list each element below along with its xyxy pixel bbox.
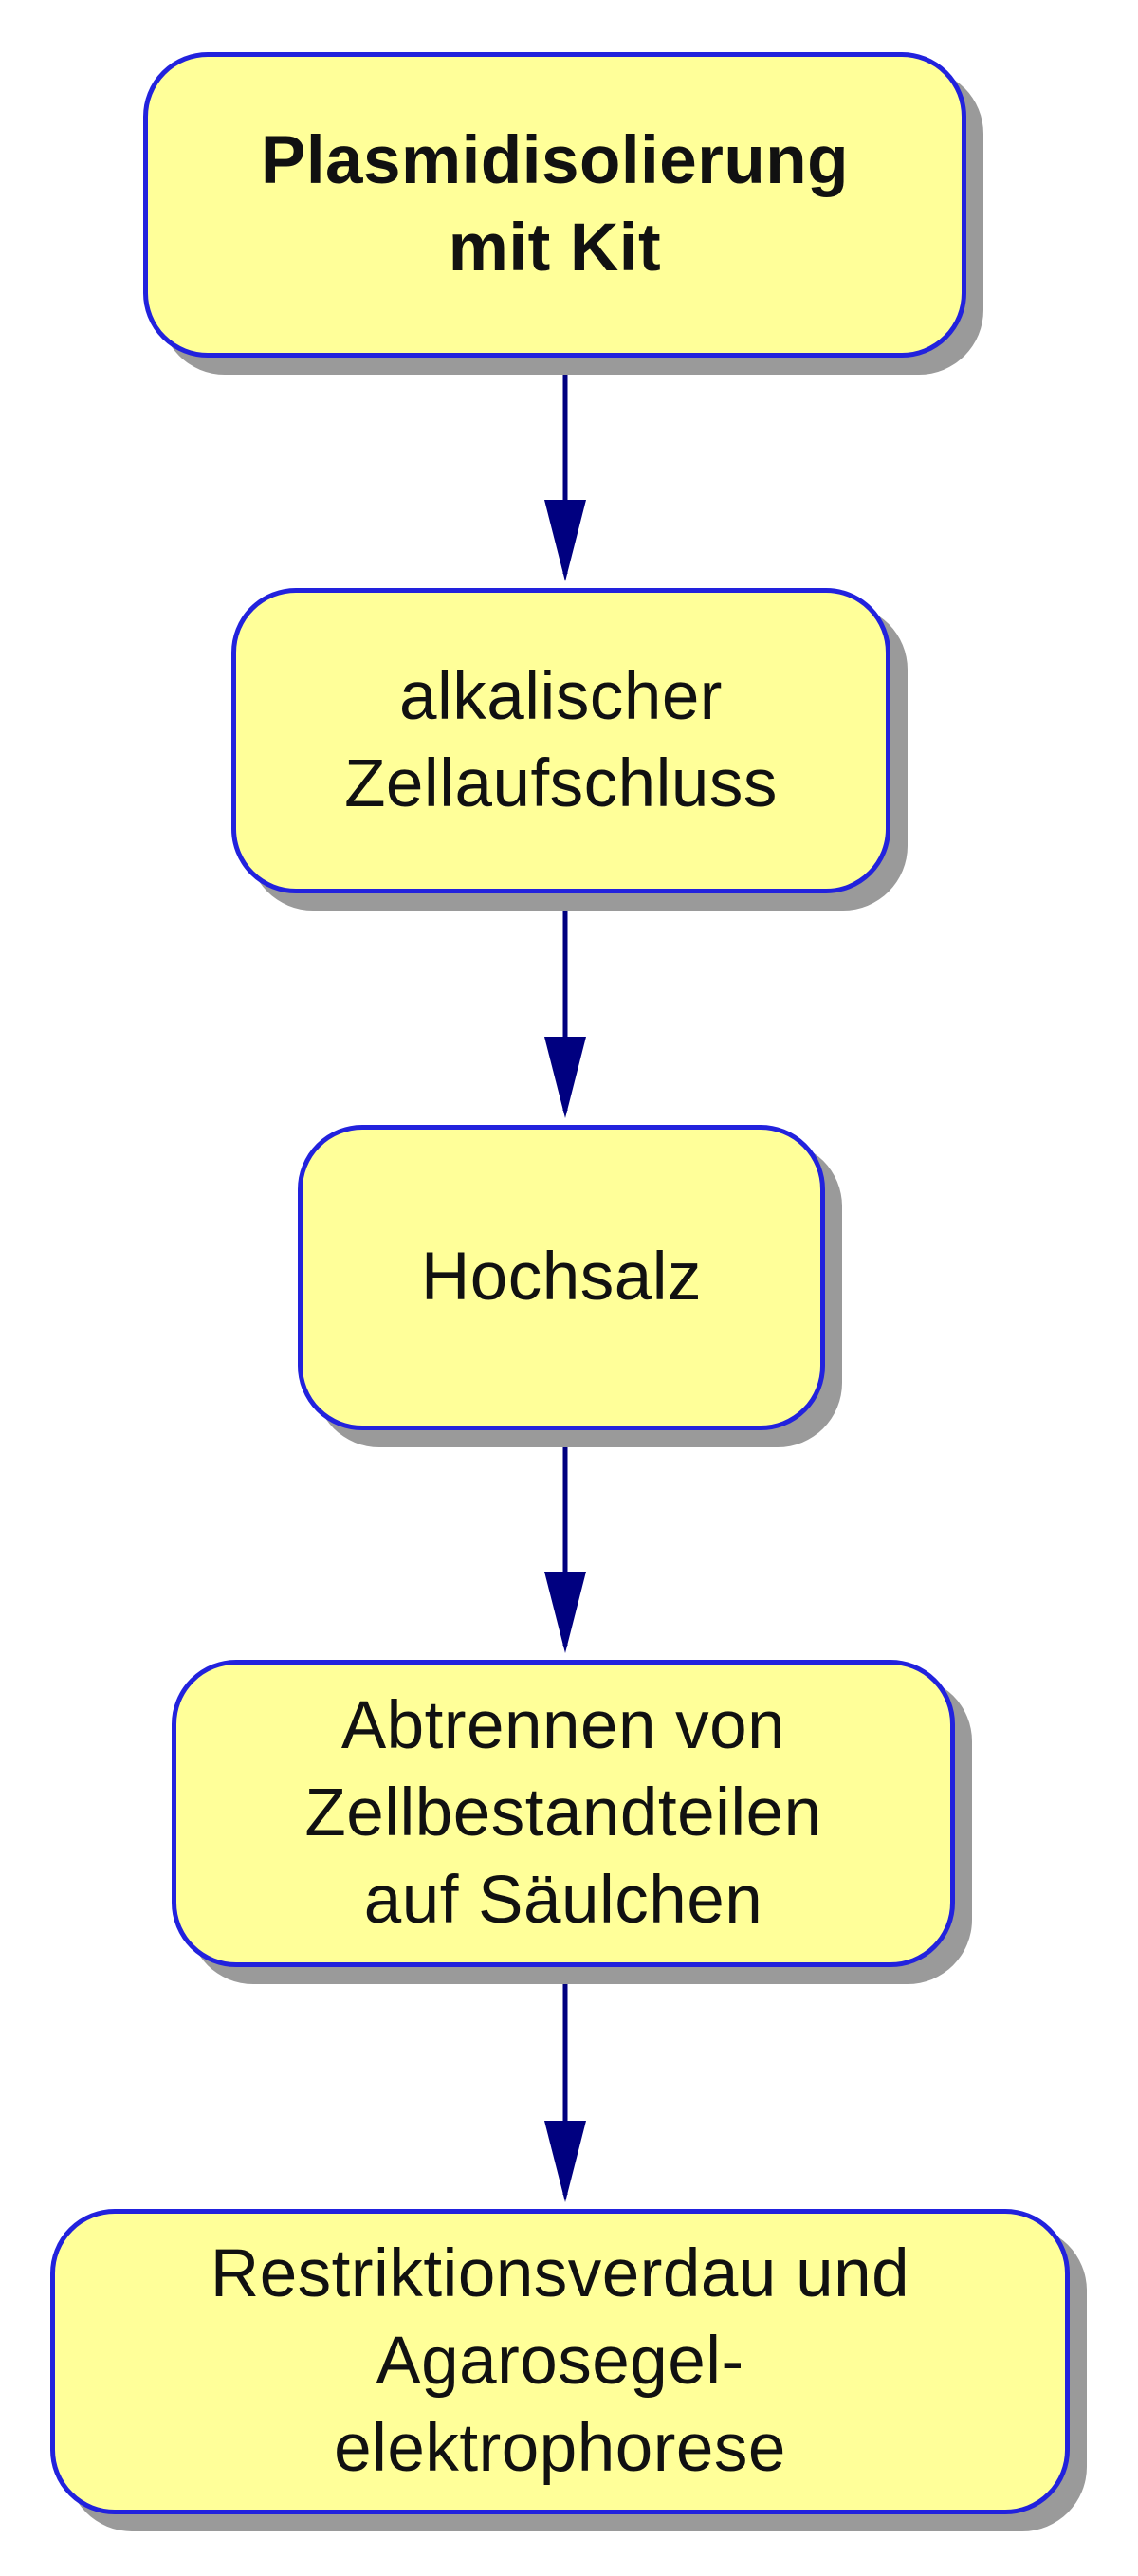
node-hochsalz: Hochsalz [298, 1125, 825, 1430]
node-label: Restriktionsverdau und Agarosegel- elekt… [210, 2236, 910, 2486]
arrow-n1-n2 [544, 362, 586, 581]
arrow-n4-n5 [544, 1972, 586, 2202]
node-abtrennen-zellbestandteile: Abtrennen von Zellbestandteilen auf Säul… [172, 1660, 955, 1967]
node-plasmidisolierung: Plasmidisolierung mit Kit [143, 52, 966, 358]
node-label: alkalischer Zellaufschluss [344, 659, 778, 821]
node-label: Hochsalz [420, 1240, 702, 1315]
node-alkalischer-zellaufschluss: alkalischer Zellaufschluss [231, 588, 890, 893]
arrow-n2-n3 [544, 898, 586, 1118]
node-label: Plasmidisolierung mit Kit [260, 123, 850, 285]
node-restriktionsverdau: Restriktionsverdau und Agarosegel- elekt… [50, 2209, 1070, 2514]
node-label: Abtrennen von Zellbestandteilen auf Säul… [304, 1688, 822, 1938]
arrow-n3-n4 [544, 1435, 586, 1653]
